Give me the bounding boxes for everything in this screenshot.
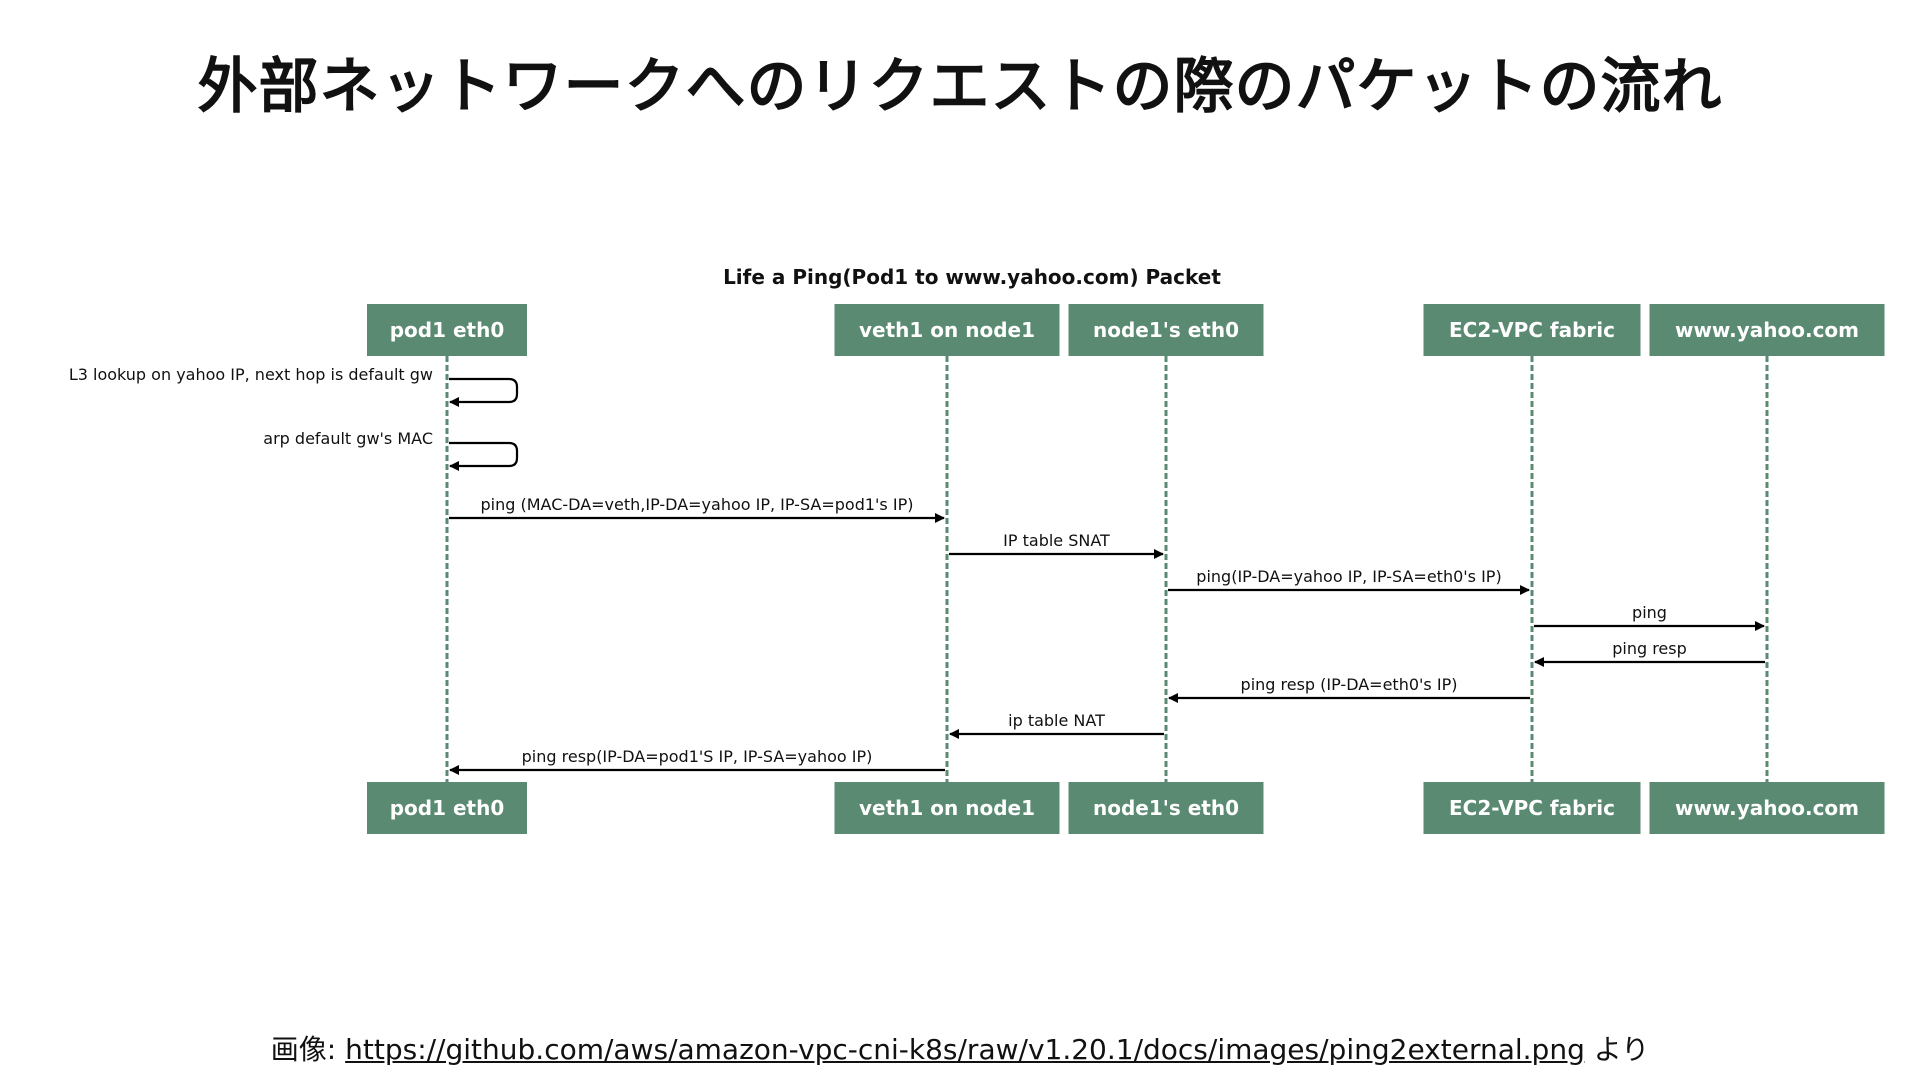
participant-label: pod1 eth0	[390, 318, 505, 342]
image-caption: 画像: https://github.com/aws/amazon-vpc-cn…	[0, 1028, 1920, 1068]
participant-box	[1423, 782, 1641, 834]
message-label: ping resp	[1612, 639, 1687, 658]
slide-title: 外部ネットワークへのリクエストの際のパケットの流れ	[197, 52, 1723, 122]
message-4: IP table SNAT	[949, 531, 1164, 559]
message-label: ping resp (IP-DA=eth0's IP)	[1241, 675, 1458, 694]
participant-label: veth1 on node1	[859, 796, 1035, 820]
participant-node1eth0-bottom: node1's eth0	[1068, 782, 1264, 834]
message-3: ping (MAC-DA=veth,IP-DA=yahoo IP, IP-SA=…	[449, 495, 945, 523]
participant-label: pod1 eth0	[390, 796, 505, 820]
participant-box	[1423, 304, 1641, 356]
message-7: ping resp	[1534, 639, 1765, 667]
message-9: ip table NAT	[949, 711, 1164, 739]
message-label: ping resp(IP-DA=pod1'S IP, IP-SA=yahoo I…	[522, 747, 873, 766]
participant-box	[834, 782, 1060, 834]
participant-label: EC2-VPC fabric	[1449, 318, 1615, 342]
message-label: ping	[1632, 603, 1667, 622]
message-5: ping(IP-DA=yahoo IP, IP-SA=eth0's IP)	[1168, 567, 1530, 595]
participant-box	[1649, 304, 1885, 356]
participant-vpc-top: EC2-VPC fabric	[1423, 304, 1641, 356]
message-label: ping (MAC-DA=veth,IP-DA=yahoo IP, IP-SA=…	[481, 495, 914, 514]
participant-yahoo-top: www.yahoo.com	[1649, 304, 1885, 356]
sequence-diagram: Life a Ping(Pod1 to www.yahoo.com) Packe…	[69, 265, 1885, 834]
participant-vpc-bottom: EC2-VPC fabric	[1423, 782, 1641, 834]
self-message-arrow	[449, 377, 519, 407]
participant-label: node1's eth0	[1093, 318, 1239, 342]
participant-pod1-top: pod1 eth0	[367, 304, 527, 356]
diagram-title: Life a Ping(Pod1 to www.yahoo.com) Packe…	[723, 265, 1221, 289]
message-1: L3 lookup on yahoo IP, next hop is defau…	[69, 365, 519, 407]
message-label: ping(IP-DA=yahoo IP, IP-SA=eth0's IP)	[1196, 567, 1501, 586]
message-10: ping resp(IP-DA=pod1'S IP, IP-SA=yahoo I…	[449, 747, 945, 775]
participant-veth1-top: veth1 on node1	[834, 304, 1060, 356]
participant-label: EC2-VPC fabric	[1449, 796, 1615, 820]
participant-label: node1's eth0	[1093, 796, 1239, 820]
participant-box	[367, 782, 527, 834]
message-label: L3 lookup on yahoo IP, next hop is defau…	[69, 365, 433, 384]
participant-label: veth1 on node1	[859, 318, 1035, 342]
source-link[interactable]: https://github.com/aws/amazon-vpc-cni-k8…	[345, 1033, 1585, 1066]
message-label: ip table NAT	[1008, 711, 1105, 730]
message-label: arp default gw's MAC	[263, 429, 433, 448]
participant-label: www.yahoo.com	[1675, 796, 1859, 820]
participant-box	[1068, 304, 1264, 356]
participant-node1eth0-top: node1's eth0	[1068, 304, 1264, 356]
participant-yahoo-bottom: www.yahoo.com	[1649, 782, 1885, 834]
caption-suffix: より	[1584, 1033, 1650, 1066]
message-6: ping	[1534, 603, 1765, 631]
participant-label: www.yahoo.com	[1675, 318, 1859, 342]
participant-pod1-bottom: pod1 eth0	[367, 782, 527, 834]
self-message-arrow	[449, 441, 519, 471]
participant-box	[834, 304, 1060, 356]
message-8: ping resp (IP-DA=eth0's IP)	[1168, 675, 1530, 703]
participant-box	[367, 304, 527, 356]
message-2: arp default gw's MAC	[263, 429, 519, 471]
caption-prefix: 画像:	[270, 1033, 346, 1066]
participant-box	[1068, 782, 1264, 834]
participant-box	[1649, 782, 1885, 834]
message-label: IP table SNAT	[1003, 531, 1110, 550]
participant-veth1-bottom: veth1 on node1	[834, 782, 1060, 834]
